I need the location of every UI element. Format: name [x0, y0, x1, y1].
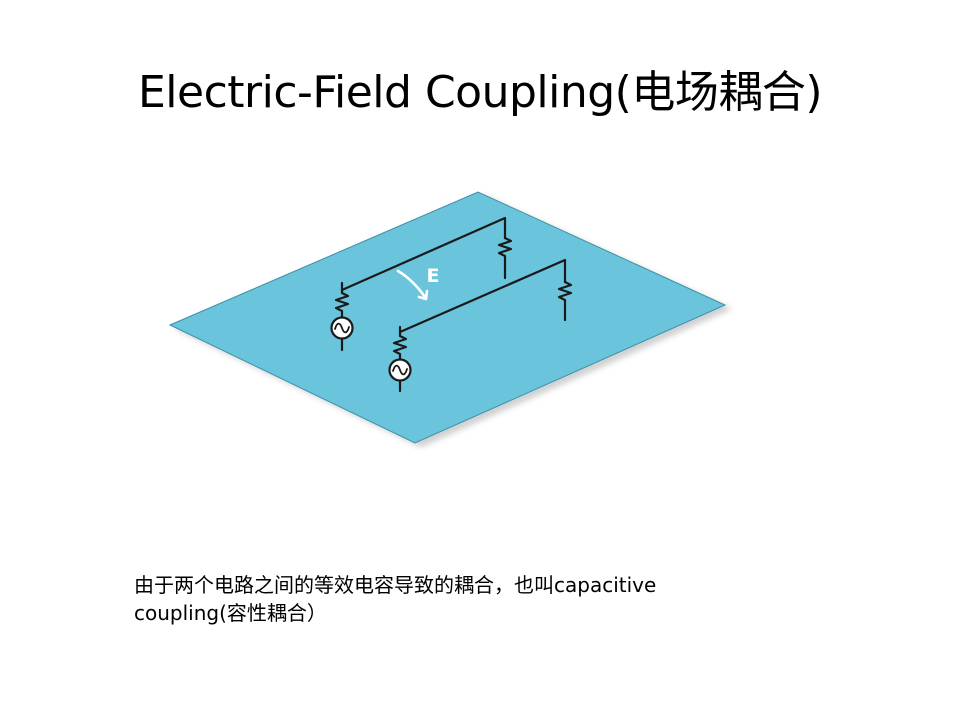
wire-front-top — [398, 258, 567, 334]
wire-back-top — [340, 216, 507, 292]
field-arrow-icon — [396, 269, 429, 301]
circuit-back — [334, 216, 513, 352]
ground-plane — [168, 191, 727, 444]
resistor-icon — [334, 288, 350, 319]
caption-line-2: coupling(容性耦合） — [134, 601, 327, 625]
slide-title: Electric-Field Coupling(电场耦合) — [137, 67, 823, 118]
circuit-front — [392, 258, 573, 393]
ac-source-icon — [388, 358, 412, 382]
caption-line-1: 由于两个电路之间的等效电容导致的耦合，也叫capacitive — [134, 573, 657, 597]
resistor-icon — [392, 330, 408, 361]
field-label: E — [427, 265, 440, 287]
ac-source-icon — [330, 316, 354, 340]
resistor-icon — [497, 236, 513, 280]
resistor-icon — [557, 280, 573, 322]
caption: 由于两个电路之间的等效电容导致的耦合，也叫capacitive coupling… — [134, 571, 854, 627]
